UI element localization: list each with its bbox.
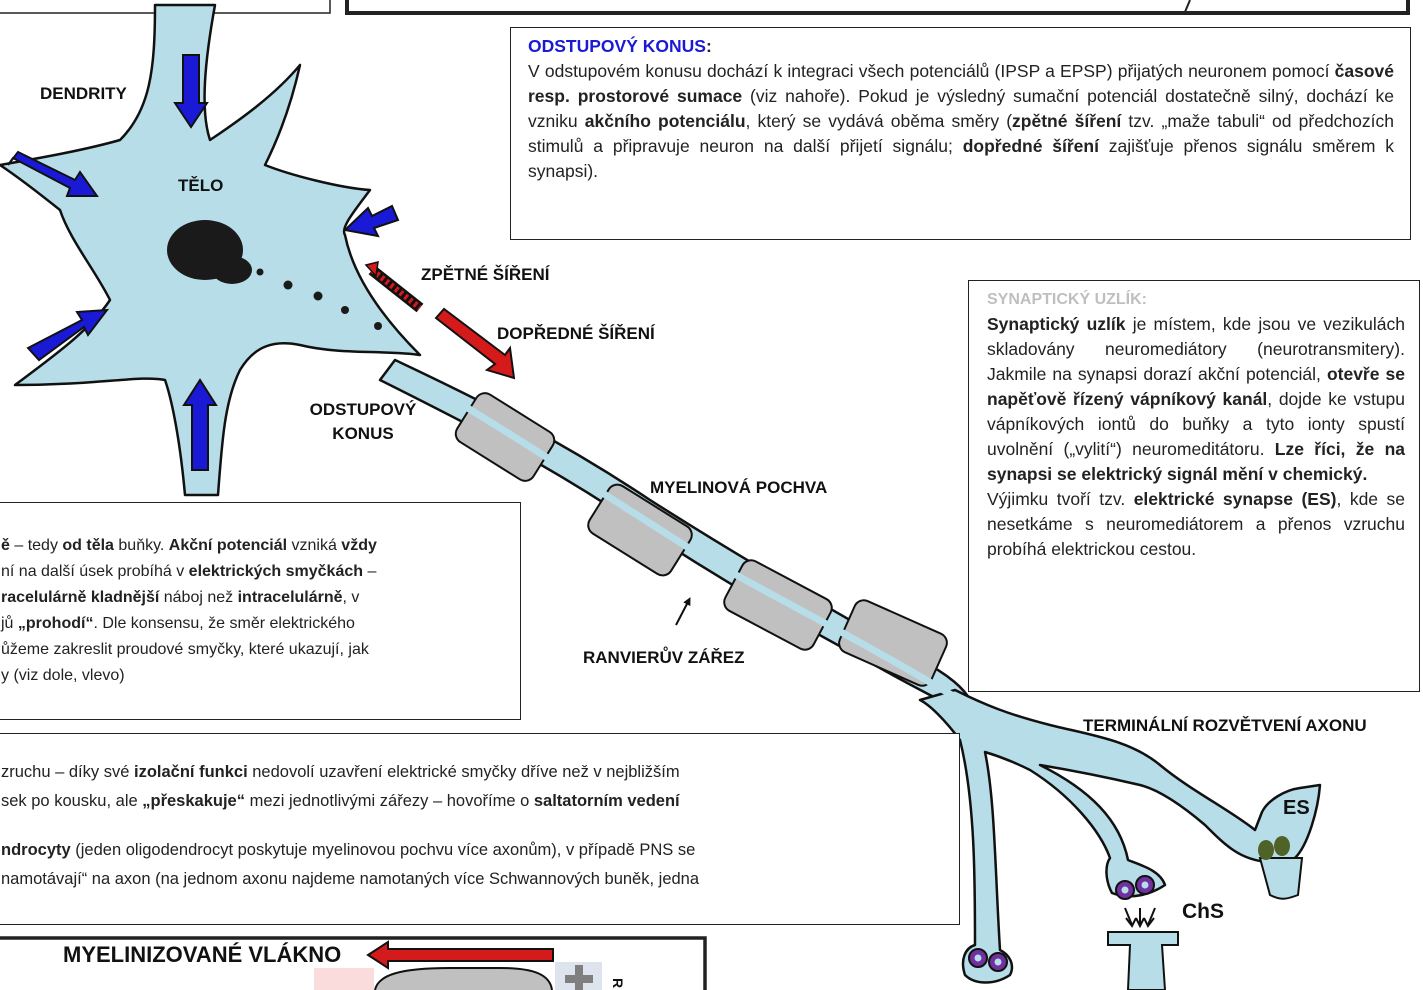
label-forward-propagation: DOPŘEDNÉ ŠÍŘENÍ [497,324,655,344]
text-run: – [363,563,376,580]
top-banner-mark [1185,0,1190,12]
text-run: ní na další úsek probíhá v [1,563,189,580]
bottom-box-line-3: ndrocyty (jeden oligodendrocyt poskytuje… [1,836,949,865]
bold-run: ě [1,537,10,554]
text-run: (jeden oligodendrocyt poskytuje myelinov… [71,841,696,859]
myelin-info-box: zruchu – díky své izolační funkci nedovo… [0,733,960,925]
bold-run: „prohodí“ [18,615,94,632]
bold-run: „přeskakuje“ [142,792,245,810]
label-soma: TĚLO [178,176,223,196]
left-box-line-6: y (viz dole, vlevo) [1,663,510,689]
label-axon-terminal: TERMINÁLNÍ ROZVĚTVENÍ AXONU [1083,716,1367,736]
bold-run: od těla [62,537,114,554]
bold-run: vždy [341,537,377,554]
left-box-line-1: ě – tedy od těla buňky. Akční potenciál … [1,533,510,559]
label-node-of-ranvier: RANVIERŮV ZÁŘEZ [583,648,745,668]
label-back-propagation: ZPĚTNÉ ŠÍŘENÍ [421,265,549,285]
text-run: náboj než [159,589,237,606]
bold-run: elektrické synapse (ES) [1134,489,1337,509]
text-run: sek po kousku, ale [1,792,142,810]
bold-run: izolační funkci [134,763,248,781]
bold-run: elektrických smyčkách [189,563,363,580]
label-chemical-synapse: ChS [1182,900,1224,924]
fiber-myelin-segment [375,968,552,990]
synaptic-knob-info-title: SYNAPTICKÝ UZLÍK: [987,287,1405,312]
synaptic-knob-info-title-text: SYNAPTICKÝ UZLÍK [987,291,1142,308]
bottom-box-line-1: zruchu – díky své izolační funkci nedovo… [1,758,949,787]
bold-run: racelulárně kladnější [1,589,159,606]
axon-hillock-info-box: ODSTUPOVÝ KONUS: V odstupovém konusu doc… [510,27,1411,240]
bold-run: Synaptický uzlík [987,314,1126,334]
text-run: . Dle konsensu, že směr elektrického [93,615,354,632]
bold-run: saltatorním vedení [534,792,680,810]
label-edge-letter: R [610,978,626,988]
text-run: nedovolí uzavření elektrické smyčky dřív… [248,763,680,781]
synaptic-knob-info-box: SYNAPTICKÝ UZLÍK: Synaptický uzlík je mí… [968,280,1420,692]
axon-hillock-info-title-colon: : [706,36,712,56]
top-banner-edge [347,0,1408,13]
synaptic-knob-info-body-2: Výjimku tvoří tzv. elektrické synapse (E… [987,487,1405,562]
pink-patch [314,968,374,990]
text-run: , v [343,589,360,606]
bold-run: akčního potenciálu [585,111,746,131]
axon-hillock-info-title-text: ODSTUPOVÝ KONUS [528,36,706,56]
bold-run: Akční potenciál [169,537,287,554]
text-run: , který se vydává oběma směry ( [746,111,1013,131]
bold-run: intracelulárně [238,589,343,606]
action-potential-info-box: ě – tedy od těla buňky. Akční potenciál … [0,502,521,720]
left-box-line-5: ůžeme zakreslit proudové smyčky, které u… [1,637,510,663]
axon-hillock-info-body: V odstupovém konusu dochází k integraci … [528,59,1394,184]
ranvier-pointer [676,600,689,625]
synaptic-knob-info-body: Synaptický uzlík je místem, kde jsou ve … [987,312,1405,487]
label-myelin-sheath: MYELINOVÁ POCHVA [650,478,827,498]
text-run: mezi jednotlivými zářezy – hovoříme o [245,792,534,810]
label-axon-hillock: ODSTUPOVÝ KONUS [298,400,428,444]
label-dendrites: DENDRITY [40,84,127,104]
bold-run: ndrocyty [1,841,71,859]
bottom-box-line-2: sek po kousku, ale „přeskakuje“ mezi jed… [1,787,949,816]
axon-hillock-info-title: ODSTUPOVÝ KONUS: [528,34,1394,59]
left-box-line-4: jů „prohodí“. Dle konsensu, že směr elek… [1,611,510,637]
text-run: V odstupovém konusu dochází k integraci … [528,61,1335,81]
left-box-line-3: racelulárně kladnější náboj než intracel… [1,585,510,611]
bottom-box-line-4: namotávají“ na axon (na jednom axonu naj… [1,865,949,894]
text-run: zruchu – díky své [1,763,134,781]
text-run: buňky. [114,537,169,554]
bold-run: dopředné šíření [963,136,1099,156]
text-run: vzniká [287,537,341,554]
label-axon-hillock-line2: KONUS [298,424,428,444]
label-electrical-synapse: ES [1283,797,1310,820]
text-run: – tedy [10,537,62,554]
chemical-synapse [1108,908,1178,990]
text-run: jů [1,615,18,632]
synaptic-knob-info-title-colon: : [1142,291,1147,308]
left-box-line-2: ní na další úsek probíhá v elektrických … [1,559,510,585]
label-axon-hillock-line1: ODSTUPOVÝ [298,400,428,420]
label-myelinated-fiber: MYELINIZOVANÉ VLÁKNO [63,942,341,968]
text-run: Výjimku tvoří tzv. [987,489,1134,509]
bold-run: zpětné šíření [1012,111,1121,131]
